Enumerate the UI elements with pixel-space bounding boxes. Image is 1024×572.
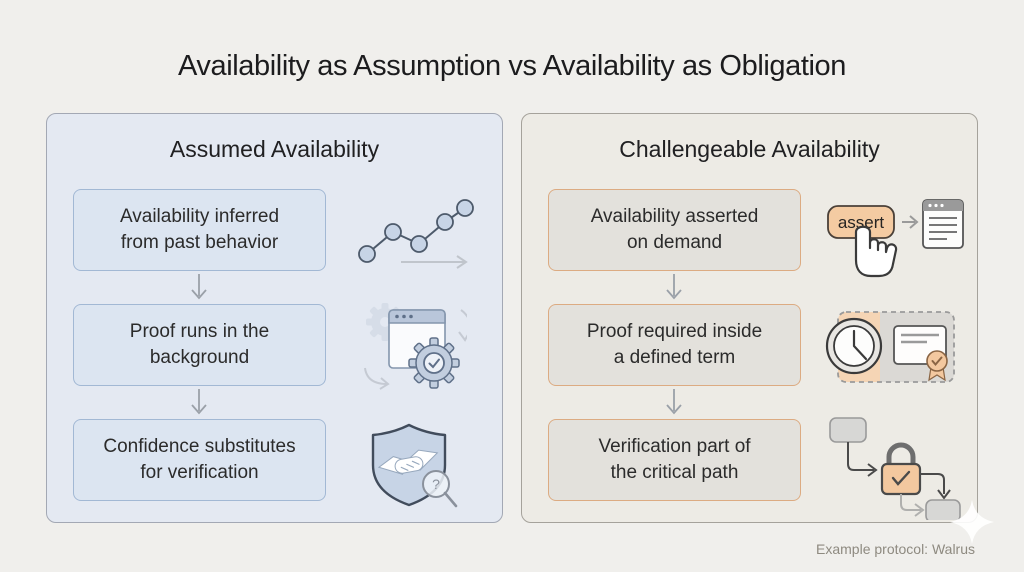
step-box-critical-path: Verification part of the critical path bbox=[548, 419, 801, 501]
step-text-line: on demand bbox=[626, 232, 723, 253]
trust-shield-handshake-icon: ? bbox=[371, 423, 458, 508]
document-window-glyph bbox=[922, 199, 964, 249]
assert-button-click-icon: assert bbox=[827, 199, 964, 278]
panel-assumed-availability: Assumed Availability Availability inferr… bbox=[46, 113, 503, 523]
trend-line-chart-icon bbox=[358, 199, 474, 269]
step-text-line: Availability asserted bbox=[590, 206, 759, 227]
panel-heading-assumed: Assumed Availability bbox=[169, 136, 380, 162]
certificate-glyph bbox=[893, 325, 948, 382]
step-text-line: Proof required inside bbox=[586, 321, 763, 342]
clock-glyph bbox=[825, 317, 883, 375]
sparkle-icon bbox=[950, 500, 994, 544]
step-text-line: a defined term bbox=[613, 347, 736, 368]
clock-certificate-term-icon bbox=[825, 311, 955, 383]
step-box-confidence: Confidence substitutes for verification bbox=[73, 419, 326, 501]
verification-lock-glyph bbox=[880, 442, 922, 496]
background-process-gears-icon bbox=[364, 303, 467, 390]
step-text-line: for verification bbox=[140, 462, 259, 483]
step-text-line: Verification part of bbox=[598, 436, 751, 457]
step-box-inferred: Availability inferred from past behavior bbox=[73, 189, 326, 271]
step-box-asserted: Availability asserted on demand bbox=[548, 189, 801, 271]
flow-node-glyph bbox=[925, 499, 961, 520]
step-text-line: from past behavior bbox=[120, 232, 279, 253]
step-text-line: Confidence substitutes bbox=[103, 436, 296, 457]
question-magnifier-glyph: ? bbox=[422, 470, 458, 508]
footer-caption: Example protocol: Walrus bbox=[816, 541, 975, 557]
hand-cursor-glyph bbox=[854, 225, 898, 278]
step-text-line: background bbox=[149, 347, 250, 368]
panel-challengeable-availability: Challengeable Availability Availability … bbox=[521, 113, 978, 523]
critical-path-lock-icon bbox=[829, 417, 961, 520]
check-gear-glyph bbox=[408, 337, 460, 389]
down-arrow-icon bbox=[666, 274, 682, 300]
step-text-line: Proof runs in the bbox=[129, 321, 270, 342]
panel-heading-challengeable: Challengeable Availability bbox=[619, 136, 880, 162]
step-box-background-proof: Proof runs in the background bbox=[73, 304, 326, 386]
step-text-line: the critical path bbox=[610, 462, 739, 483]
flow-node-glyph bbox=[829, 417, 867, 443]
step-text-line: Availability inferred bbox=[119, 206, 280, 227]
page-title: Availability as Assumption vs Availabili… bbox=[177, 50, 847, 82]
assert-button-label: assert bbox=[838, 213, 885, 232]
down-arrow-icon bbox=[191, 274, 207, 300]
down-arrow-icon bbox=[666, 389, 682, 415]
svg-text:?: ? bbox=[432, 476, 440, 492]
handshake-glyph bbox=[377, 449, 439, 475]
step-box-defined-term: Proof required inside a defined term bbox=[548, 304, 801, 386]
down-arrow-icon bbox=[191, 389, 207, 415]
